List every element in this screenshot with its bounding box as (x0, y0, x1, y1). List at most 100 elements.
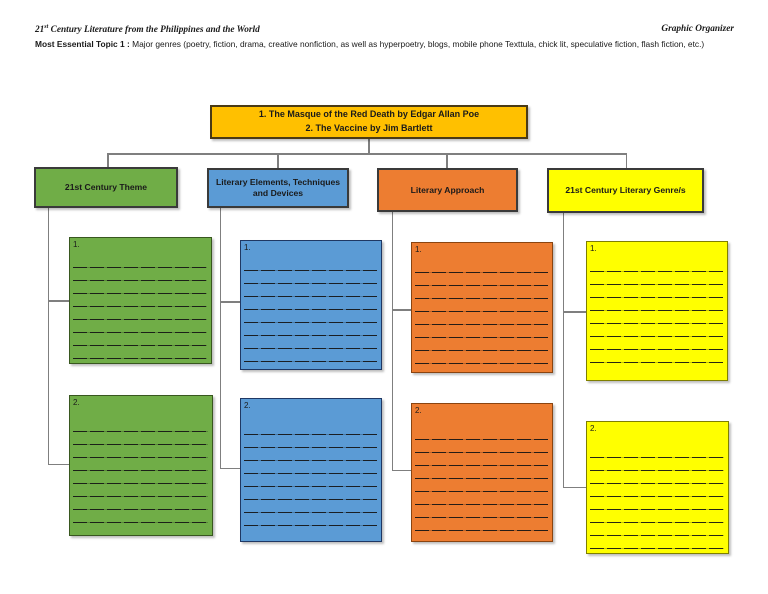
rule-line (590, 259, 723, 272)
rule-line (415, 453, 548, 466)
rule-line (244, 284, 377, 297)
rule-line (415, 260, 548, 273)
write-on-lines (73, 255, 207, 359)
rule-line (73, 333, 207, 346)
write-on-lines (244, 422, 377, 526)
rule-line (415, 312, 548, 325)
rule-line (590, 523, 724, 536)
rule-line (244, 297, 377, 310)
rule-line (590, 311, 723, 324)
rule-line (73, 484, 208, 497)
connector-branch-elements-1 (219, 301, 241, 303)
write-on-lines (415, 260, 548, 364)
rule-line (590, 497, 724, 510)
topic-line: Most Essential Topic 1 : Major genres (p… (35, 39, 725, 50)
rule-line (244, 448, 377, 461)
connector-stub-genre (625, 153, 627, 168)
rule-line (590, 536, 724, 549)
connector-branch-genre-2 (562, 486, 587, 488)
rule-line (244, 487, 377, 500)
rule-line (244, 349, 377, 362)
rule-line (415, 466, 548, 479)
rule-line (415, 427, 548, 440)
connector-branch-theme-2 (47, 463, 70, 465)
note-box-genre-2: 2. (586, 421, 729, 554)
root-box-item-1: 1. The Masque of the Red Death by Edgar … (258, 109, 480, 120)
rule-line (244, 513, 377, 526)
connector-drop-approach (391, 212, 393, 471)
rule-line (244, 258, 377, 271)
connector-drop-genre (562, 213, 564, 488)
rule-line (590, 484, 724, 497)
rule-line (590, 272, 723, 285)
connector-stub-theme (107, 153, 109, 167)
connector-top-bar (107, 153, 627, 155)
rule-line (415, 338, 548, 351)
category-label-genre: 21st Century Literary Genre/s (565, 185, 686, 196)
write-on-lines (244, 258, 377, 362)
write-on-lines (590, 445, 724, 549)
rule-line (590, 458, 724, 471)
connector-branch-theme-1 (47, 300, 70, 302)
rule-line (73, 471, 208, 484)
rule-line (73, 346, 207, 359)
rule-line (73, 510, 208, 523)
ordinal-superscript: st (44, 24, 49, 30)
connector-drop-elements (219, 208, 221, 469)
doc-type-label: Graphic Organizer (661, 24, 734, 34)
rule-line (415, 518, 548, 531)
rule-line (244, 271, 377, 284)
note-label: 1. (415, 245, 422, 254)
topic-label: Most Essential Topic 1 : (35, 39, 130, 49)
connector-branch-approach-2 (391, 469, 412, 471)
category-label-approach: Literary Approach (410, 184, 485, 195)
note-box-approach-2: 2. (411, 403, 553, 542)
rule-line (415, 286, 548, 299)
root-box: 1. The Masque of the Red Death by Edgar … (210, 105, 528, 139)
rule-line (590, 298, 723, 311)
rule-line (415, 325, 548, 338)
rule-line (73, 419, 208, 432)
note-label: 2. (244, 401, 251, 410)
page-title: 21st Century Literature from the Philipp… (35, 24, 260, 36)
rule-line (244, 310, 377, 323)
category-label-theme: 21st Century Theme (64, 182, 148, 193)
rule-line (244, 323, 377, 336)
category-box-genre: 21st Century Literary Genre/s (547, 168, 704, 213)
rule-line (415, 351, 548, 364)
category-box-elements: Literary Elements, Techniques and Device… (207, 168, 349, 208)
connector-root-stem (368, 139, 370, 153)
rule-line (415, 505, 548, 518)
connector-stub-elements (277, 153, 279, 168)
rule-line (590, 324, 723, 337)
rule-line (244, 336, 377, 349)
write-on-lines (415, 427, 548, 531)
note-label: 1. (590, 244, 597, 253)
rule-line (415, 273, 548, 286)
write-on-lines (73, 419, 208, 523)
note-box-theme-1: 1. (69, 237, 212, 364)
rule-line (244, 474, 377, 487)
category-box-approach: Literary Approach (377, 168, 518, 212)
rule-line (244, 435, 377, 448)
note-box-approach-1: 1. (411, 242, 553, 373)
rule-line (415, 440, 548, 453)
note-box-elements-2: 2. (240, 398, 382, 542)
topic-text: Major genres (poetry, fiction, drama, cr… (129, 39, 705, 49)
rule-line (73, 294, 207, 307)
rule-line (73, 255, 207, 268)
note-box-theme-2: 2. (69, 395, 213, 536)
rule-line (244, 422, 377, 435)
rule-line (590, 337, 723, 350)
header-row: 21st Century Literature from the Philipp… (35, 24, 734, 35)
rule-line (73, 445, 208, 458)
note-label: 1. (244, 243, 251, 252)
note-label: 2. (415, 406, 422, 415)
rule-line (415, 492, 548, 505)
rule-line (415, 479, 548, 492)
rule-line (244, 500, 377, 513)
note-box-elements-1: 1. (240, 240, 382, 370)
category-label-elements: Literary Elements, Techniques and Device… (215, 177, 340, 198)
root-box-item-2: 2. The Vaccine by Jim Bartlett (305, 122, 433, 133)
rule-line (73, 320, 207, 333)
